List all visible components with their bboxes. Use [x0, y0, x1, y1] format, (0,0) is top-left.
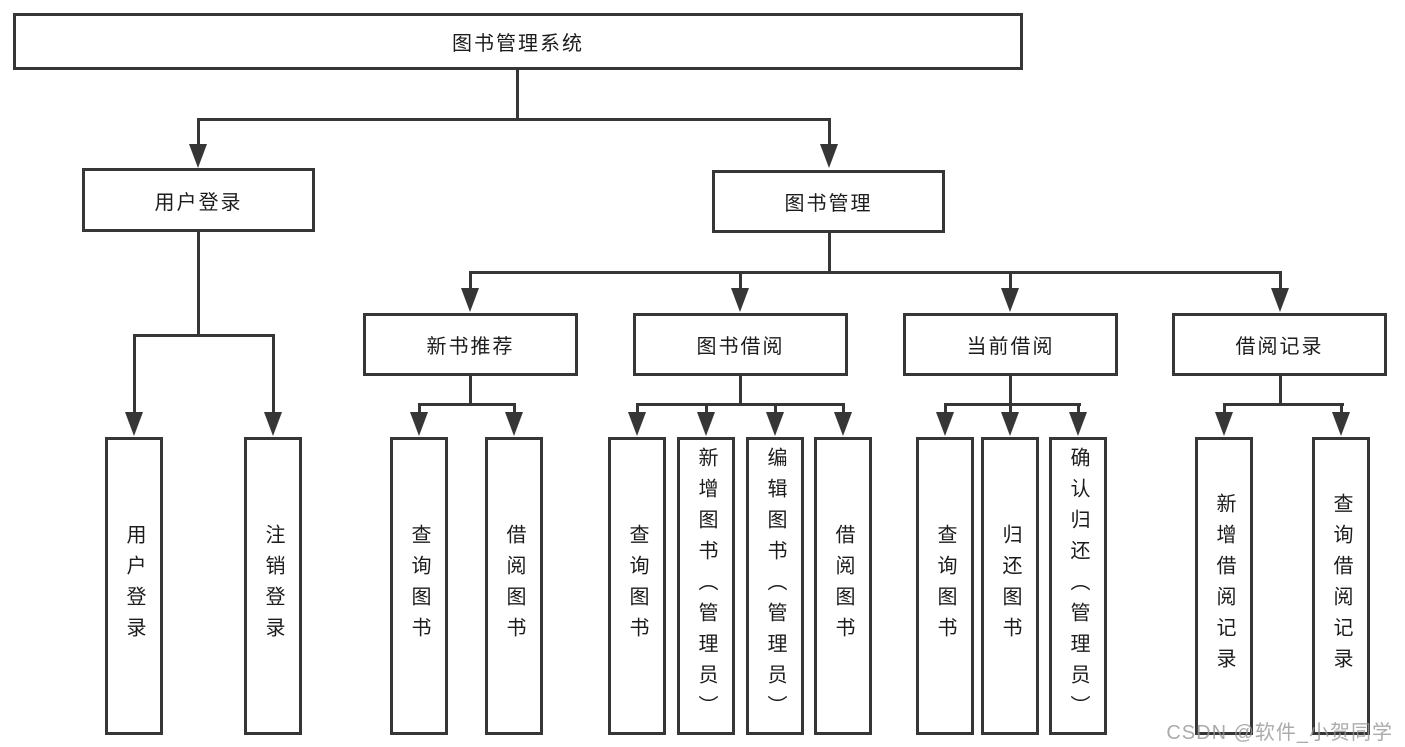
arrowhead-down-icon [1332, 412, 1350, 436]
connector-group3-horizontal [636, 403, 845, 406]
node-label: 查询图书 [626, 524, 648, 648]
node-label: 当前借阅 [966, 336, 1055, 358]
connector-drop [469, 274, 472, 288]
arrowhead-down-icon [189, 144, 207, 168]
arrowhead-down-icon [1215, 412, 1233, 436]
node-book-management: 图书管理 [712, 170, 945, 233]
node-label: 查询图书 [934, 524, 956, 648]
node-library-management-system: 图书管理系统 [13, 13, 1023, 70]
connector-user-login-stub [197, 232, 200, 337]
node-current-borrowing: 当前借阅 [903, 313, 1118, 376]
leaf-return-books: 归还图书 [981, 437, 1039, 735]
node-new-book-recommendation: 新书推荐 [363, 313, 578, 376]
node-label: 编辑图书（管理员） [764, 446, 786, 726]
arrowhead-down-icon [834, 412, 852, 436]
connector-drop [133, 337, 136, 412]
node-label: 借阅记录 [1235, 336, 1324, 358]
arrowhead-down-icon [1001, 288, 1019, 312]
connector-drop [1077, 406, 1080, 414]
connector-drop [1279, 274, 1282, 288]
node-label: 确认归还（管理员） [1067, 446, 1089, 726]
leaf-logout: 注销登录 [244, 437, 302, 735]
connector-drop [774, 406, 777, 414]
connector-book-mgmt-stub [828, 233, 831, 274]
leaf-borrow-books-recommend: 借阅图书 [485, 437, 543, 735]
connector-root-stub [516, 70, 519, 120]
connector-group3-stub [739, 376, 742, 406]
connector-drop [636, 406, 639, 414]
leaf-edit-books-admin: 编辑图书（管理员） [746, 437, 804, 735]
connector-drop [705, 406, 708, 414]
arrowhead-down-icon [731, 288, 749, 312]
connector-group4-horizontal [944, 403, 1081, 406]
node-label: 借阅图书 [503, 524, 525, 648]
arrowhead-down-icon [1001, 412, 1019, 436]
node-label: 新增图书（管理员） [695, 446, 717, 726]
leaf-borrow-books: 借阅图书 [814, 437, 872, 735]
connector-group2-horizontal [418, 403, 516, 406]
leaf-confirm-return-admin: 确认归还（管理员） [1049, 437, 1107, 735]
connector-level3-horizontal [469, 271, 1282, 274]
arrowhead-down-icon [628, 412, 646, 436]
arrowhead-down-icon [125, 412, 143, 436]
arrowhead-down-icon [1271, 288, 1289, 312]
arrowhead-down-icon [820, 144, 838, 168]
connector-group5-stub [1279, 376, 1282, 406]
node-label: 用户登录 [123, 524, 145, 648]
node-label: 借阅图书 [832, 524, 854, 648]
node-label: 图书借阅 [696, 336, 785, 358]
connector-group2-stub [469, 376, 472, 406]
node-label: 新增借阅记录 [1213, 493, 1235, 679]
csdn-watermark: CSDN @软件_小贺同学 [1166, 722, 1393, 744]
leaf-add-books-admin: 新增图书（管理员） [677, 437, 735, 735]
node-borrowing-records: 借阅记录 [1172, 313, 1387, 376]
connector-drop [1340, 406, 1343, 414]
node-book-borrowing: 图书借阅 [633, 313, 848, 376]
leaf-user-login: 用户登录 [105, 437, 163, 735]
connector-drop [1223, 406, 1226, 414]
leaf-query-books-recommend: 查询图书 [390, 437, 448, 735]
node-label: 新书推荐 [426, 336, 515, 358]
node-label: 图书管理 [784, 193, 873, 215]
arrowhead-down-icon [264, 412, 282, 436]
node-label: 图书管理系统 [452, 33, 584, 55]
connector-drop [418, 406, 421, 414]
connector-drop [272, 337, 275, 412]
connector-group1-horizontal [133, 334, 275, 337]
connector-root-horizontal [197, 118, 831, 121]
node-label: 注销登录 [262, 524, 284, 648]
connector-book-mgmt-drop [828, 121, 831, 148]
arrowhead-down-icon [1069, 412, 1087, 436]
arrowhead-down-icon [766, 412, 784, 436]
connector-group4-stub [1009, 376, 1012, 406]
connector-drop [1009, 274, 1012, 288]
connector-group5-horizontal [1223, 403, 1344, 406]
connector-drop [513, 406, 516, 414]
node-label: 查询图书 [408, 524, 430, 648]
arrowhead-down-icon [697, 412, 715, 436]
connector-drop [739, 274, 742, 288]
connector-drop [842, 406, 845, 414]
arrowhead-down-icon [936, 412, 954, 436]
arrowhead-down-icon [410, 412, 428, 436]
node-label: 用户登录 [154, 191, 243, 214]
connector-drop [1009, 406, 1012, 414]
node-label: 查询借阅记录 [1330, 493, 1352, 679]
connector-drop [944, 406, 947, 414]
node-label: 归还图书 [999, 524, 1021, 648]
arrowhead-down-icon [461, 288, 479, 312]
leaf-add-borrow-record: 新增借阅记录 [1195, 437, 1253, 735]
leaf-query-borrow-record: 查询借阅记录 [1312, 437, 1370, 735]
connector-user-login-drop [197, 121, 200, 148]
leaf-query-books-borrow: 查询图书 [608, 437, 666, 735]
arrowhead-down-icon [505, 412, 523, 436]
leaf-query-books-current: 查询图书 [916, 437, 974, 735]
node-user-login: 用户登录 [82, 168, 315, 232]
